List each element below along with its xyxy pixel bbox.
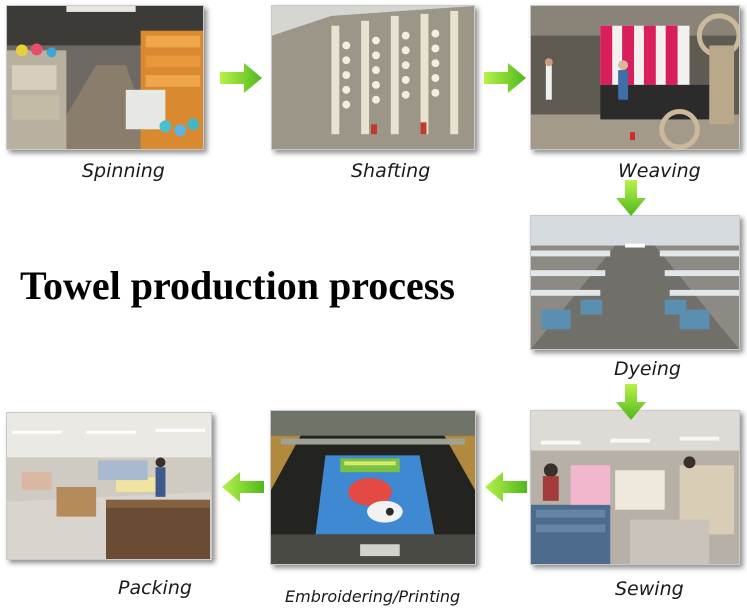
arrow-right-icon bbox=[484, 63, 526, 93]
photo-spinning bbox=[6, 5, 204, 150]
step-label-dyeing: Dyeing bbox=[614, 358, 681, 380]
step-label-spinning: Spinning bbox=[82, 160, 165, 182]
step-label-weaving: Weaving bbox=[618, 160, 701, 182]
step-label-sewing: Sewing bbox=[615, 578, 684, 600]
arrow-left-icon bbox=[485, 472, 527, 502]
photo-packing bbox=[6, 412, 212, 560]
photo-weaving bbox=[530, 5, 740, 150]
arrow-left-icon bbox=[222, 472, 264, 502]
step-label-packing: Packing bbox=[118, 577, 192, 599]
arrow-down-icon bbox=[616, 180, 646, 216]
photo-dyeing bbox=[530, 215, 740, 350]
photo-sewing bbox=[530, 410, 740, 565]
arrow-down-icon bbox=[616, 384, 646, 420]
step-label-embroidering-printing: Embroidering/Printing bbox=[285, 587, 461, 606]
step-label-shafting: Shafting bbox=[351, 160, 431, 182]
photo-embroidering-printing bbox=[270, 410, 476, 565]
arrow-right-icon bbox=[220, 63, 262, 93]
diagram-title: Towel production process bbox=[20, 263, 455, 308]
photo-shafting bbox=[271, 5, 475, 150]
